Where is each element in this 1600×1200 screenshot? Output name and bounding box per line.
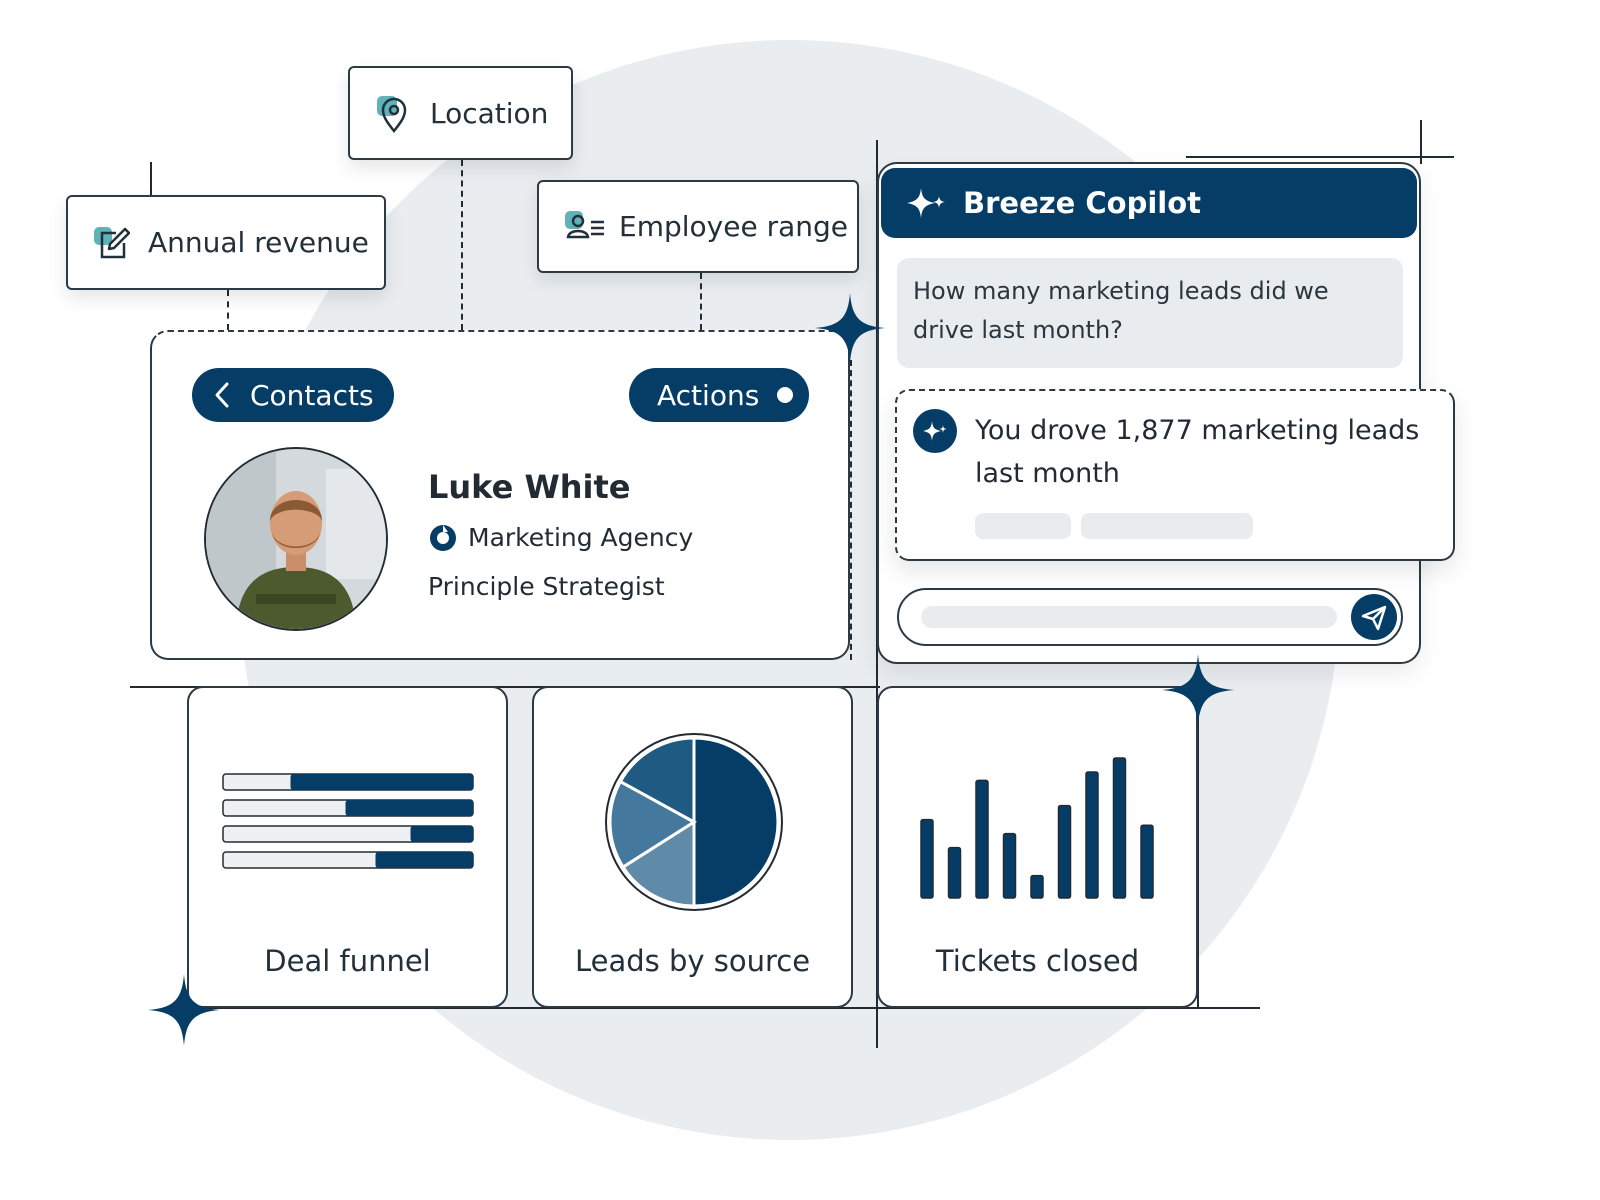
- answer-text: You drove 1,877 marketing leads last mon…: [975, 415, 1420, 489]
- connector-revenue: [227, 290, 229, 330]
- company-name: Marketing Agency: [468, 522, 694, 552]
- sparkle-decoration-icon: [815, 293, 885, 363]
- sparkle-decoration-icon: [1162, 654, 1234, 726]
- actions-dot-icon: [777, 387, 794, 403]
- ticket-bar: [1140, 824, 1154, 899]
- send-icon: [1361, 605, 1387, 631]
- ticket-bar: [947, 846, 962, 899]
- copilot-answer: You drove 1,877 marketing leads last mon…: [895, 389, 1455, 561]
- location-tag[interactable]: Location: [348, 66, 573, 160]
- annual-revenue-tag[interactable]: Annual revenue: [66, 195, 386, 290]
- ticket-bar: [920, 818, 934, 899]
- funnel-bar: [375, 852, 473, 868]
- guide-line: [1420, 120, 1422, 164]
- location-pin-icon: [376, 95, 412, 134]
- funnel-bar: [290, 774, 473, 790]
- copilot-header: Breeze Copilot: [881, 168, 1417, 238]
- connector-location: [461, 160, 463, 330]
- sparkle-icon: [923, 421, 947, 441]
- deal-funnel-label: Deal funnel: [264, 944, 431, 978]
- user-question: How many marketing leads did we drive la…: [897, 258, 1403, 368]
- funnel-bar: [410, 826, 473, 842]
- funnel-bar: [345, 800, 473, 816]
- leads-by-source-chart: [605, 733, 783, 911]
- contact-company: Marketing Agency: [428, 522, 693, 552]
- deal-funnel-widget[interactable]: Deal funnel: [187, 686, 508, 1008]
- contacts-back-button[interactable]: Contacts: [192, 368, 394, 422]
- contacts-back-label: Contacts: [250, 378, 374, 412]
- guide-line: [1186, 156, 1454, 158]
- tickets-closed-chart: [920, 757, 1154, 899]
- leads-by-source-widget[interactable]: Leads by source: [532, 686, 853, 1008]
- answer-skeleton: [1081, 513, 1253, 539]
- actions-label: Actions: [657, 378, 760, 412]
- ticket-bar: [1030, 874, 1044, 899]
- ticket-bar: [1085, 771, 1099, 899]
- tickets-closed-widget[interactable]: Tickets closed: [877, 686, 1198, 1008]
- employee-list-icon: [565, 209, 604, 245]
- copilot-input[interactable]: [897, 588, 1403, 646]
- send-button[interactable]: [1351, 594, 1397, 640]
- pie-slice: [618, 736, 696, 825]
- answer-skeleton: [975, 513, 1071, 539]
- copilot-title: Breeze Copilot: [963, 186, 1202, 220]
- edit-icon: [94, 225, 130, 261]
- pie-slice: [608, 779, 697, 870]
- pie-slice: [692, 736, 780, 908]
- input-placeholder-bar: [921, 606, 1337, 628]
- guide-line: [1197, 690, 1199, 1008]
- contact-role: Principle Strategist: [428, 572, 665, 601]
- guide-line: [200, 1007, 1260, 1009]
- contact-card: Contacts Actions Luke White Marketing Ag…: [150, 330, 850, 660]
- employee-range-tag[interactable]: Employee range: [537, 180, 859, 273]
- annual-revenue-tag-label: Annual revenue: [148, 226, 369, 259]
- copilot-answer-avatar: [913, 409, 957, 453]
- guide-line: [150, 162, 152, 198]
- location-tag-label: Location: [430, 96, 549, 130]
- company-logo-icon: [430, 525, 456, 551]
- pie-slice: [621, 819, 696, 908]
- sparkle-decoration-icon: [148, 974, 220, 1046]
- guide-line: [130, 686, 880, 688]
- contact-name: Luke White: [428, 468, 631, 506]
- employee-range-tag-label: Employee range: [619, 210, 848, 243]
- connector-card-right: [850, 360, 852, 660]
- tickets-closed-label: Tickets closed: [935, 944, 1140, 978]
- deal-funnel-chart: [222, 773, 474, 869]
- connector-employee: [700, 273, 702, 330]
- sparkle-icon: [907, 188, 945, 218]
- leads-by-source-label: Leads by source: [574, 944, 811, 978]
- ticket-bar: [1057, 804, 1072, 899]
- avatar: [204, 447, 388, 631]
- chevron-left-icon: [215, 382, 229, 408]
- ticket-bar: [1112, 757, 1127, 899]
- ticket-bar: [975, 779, 989, 899]
- actions-button[interactable]: Actions: [629, 368, 809, 422]
- ticket-bar: [1002, 832, 1017, 899]
